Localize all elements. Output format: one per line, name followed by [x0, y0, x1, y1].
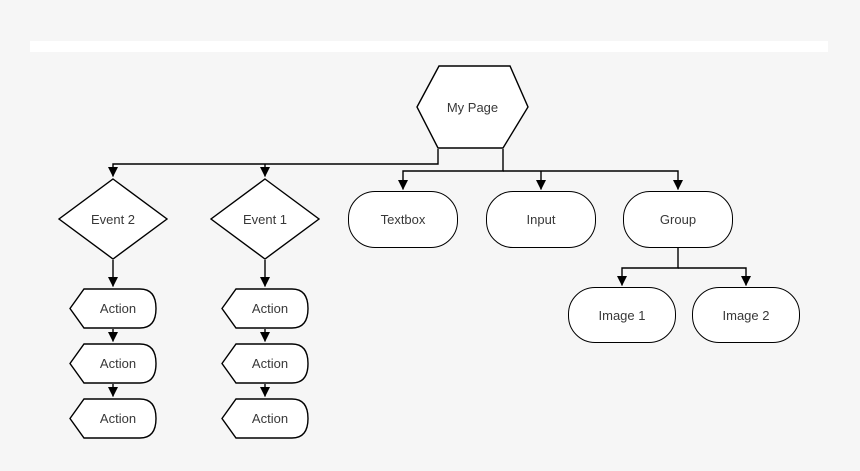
- node-label: Textbox: [380, 212, 426, 227]
- node-label: Action: [251, 356, 289, 371]
- display-shape: [221, 288, 309, 329]
- node-label: Action: [251, 411, 289, 426]
- edge-mypage-to-group: [503, 170, 683, 190]
- diamond-shape: [58, 178, 168, 260]
- node-label: Action: [251, 301, 289, 316]
- diamond-outline: [210, 178, 320, 260]
- node-label: Action: [99, 411, 137, 426]
- node-label: Image 2: [722, 307, 770, 323]
- diamond-shape: [210, 178, 320, 260]
- node-event2-action-3: Action: [69, 398, 157, 439]
- node-my-page: My Page: [416, 65, 529, 149]
- node-label: Event 1: [242, 211, 288, 227]
- node-textbox: Textbox: [348, 191, 458, 248]
- display-outline: [69, 343, 157, 384]
- display-shape: [69, 343, 157, 384]
- hexagon-outline: [416, 65, 529, 149]
- node-event2-action-2: Action: [69, 343, 157, 384]
- display-outline: [221, 343, 309, 384]
- node-event1-action-2: Action: [221, 343, 309, 384]
- display-outline: [221, 288, 309, 329]
- node-image-1: Image 1: [568, 287, 676, 343]
- edge-mypage-to-event2: [108, 149, 439, 177]
- node-group: Group: [623, 191, 733, 248]
- display-shape: [221, 343, 309, 384]
- edge-group-to-image2: [678, 267, 751, 286]
- edge-mypage-to-textbox: [398, 149, 504, 190]
- node-label: Event 2: [90, 211, 136, 227]
- node-label: Action: [99, 301, 137, 316]
- hexagon-shape: [416, 65, 529, 149]
- display-shape: [69, 398, 157, 439]
- display-shape: [69, 288, 157, 329]
- display-shape: [221, 398, 309, 439]
- display-outline: [69, 288, 157, 329]
- display-outline: [69, 398, 157, 439]
- node-label: Image 1: [598, 307, 646, 323]
- node-label: My Page: [446, 99, 499, 115]
- edge-group-to-image1: [617, 248, 679, 286]
- node-label: Input: [526, 212, 556, 227]
- diamond-outline: [58, 178, 168, 260]
- top-highlight-band: [30, 41, 828, 52]
- node-event-1: Event 1: [210, 178, 320, 260]
- node-event-2: Event 2: [58, 178, 168, 260]
- node-event1-action-3: Action: [221, 398, 309, 439]
- node-image-2: Image 2: [692, 287, 800, 343]
- node-input: Input: [486, 191, 596, 248]
- node-event2-action-1: Action: [69, 288, 157, 329]
- node-label: Group: [659, 212, 697, 227]
- display-outline: [221, 398, 309, 439]
- node-label: Action: [99, 356, 137, 371]
- node-event1-action-1: Action: [221, 288, 309, 329]
